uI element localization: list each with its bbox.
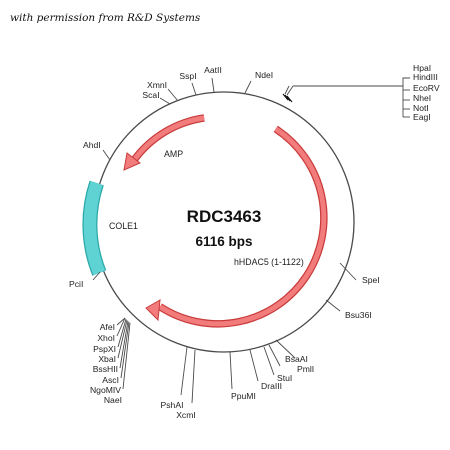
site-mcs-left: BssHII [93, 364, 118, 374]
site-mcs-right: EagI [413, 112, 431, 122]
site-mcs-left: XhoI [97, 333, 115, 343]
site-xmni: XmnI [147, 80, 167, 90]
credit-text: with permission from R&D Systems [10, 12, 201, 24]
site-mcs-left: XbaI [98, 354, 116, 364]
site-mcs-right: NheI [413, 93, 431, 103]
site-mcs-left: PspXI [93, 344, 116, 354]
site-scai: ScaI [142, 90, 159, 100]
site-stui: StuI [277, 373, 292, 383]
site-mcs-right: NotI [413, 103, 429, 113]
site-pmli: PmlI [297, 364, 314, 374]
site-mcs-right: HindIII [413, 72, 438, 82]
site-xcmi: XcmI [176, 410, 196, 420]
site-bsu36i: Bsu36I [345, 310, 372, 320]
cole1-label: COLE1 [109, 221, 138, 231]
site-mcs-right: HpaI [413, 63, 431, 73]
amp-label: AMP [164, 149, 183, 159]
amp-arrow [123, 114, 205, 171]
site-pcii: PciI [69, 279, 83, 289]
cole1-origin-block [82, 180, 107, 276]
site-mcs-left: NaeI [104, 395, 122, 405]
site-ahdi: AhdI [83, 140, 101, 150]
site-mcs-right: EcoRV [413, 83, 440, 93]
site-aatii: AatII [204, 65, 222, 75]
site-mcs-left: AscI [102, 375, 119, 385]
mcs-right-labels: HpaI HindIII EcoRV NheI NotI EagI [413, 63, 440, 122]
site-mcs-left: AfeI [100, 322, 115, 332]
plasmid-size: 6116 bps [195, 234, 252, 249]
site-draiii: DraIII [261, 381, 282, 391]
insert-arrow [145, 125, 328, 328]
insert-label: hHDAC5 (1-1122) [234, 257, 304, 267]
site-leader-lines [92, 77, 410, 404]
site-bsaai: BsaAI [285, 354, 308, 364]
plasmid-name: RDC3463 [187, 207, 262, 226]
site-sspi: SspI [179, 71, 196, 81]
site-spei: SpeI [362, 275, 380, 285]
site-ppumi: PpuMI [231, 391, 256, 401]
site-ndei: NdeI [255, 70, 273, 80]
site-mcs-left: NgoMIV [90, 385, 121, 395]
mcs-tick-marks [282, 93, 293, 103]
mcs-left-labels: AfeI XhoI PspXI XbaI BssHII AscI NgoMIV … [90, 322, 122, 405]
site-pshai: PshAI [161, 400, 184, 410]
